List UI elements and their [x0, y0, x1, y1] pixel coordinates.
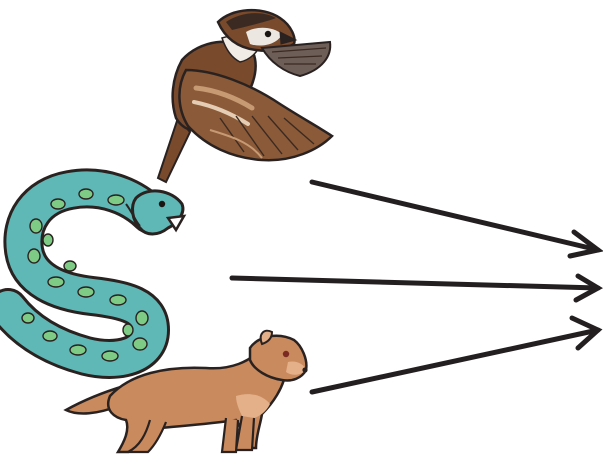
- arrow-sparrow: [312, 182, 598, 250]
- arrow-snake: [232, 278, 598, 288]
- snake-icon: [8, 188, 184, 361]
- arrow-weasel: [312, 330, 598, 392]
- sparrow-icon: [158, 10, 332, 182]
